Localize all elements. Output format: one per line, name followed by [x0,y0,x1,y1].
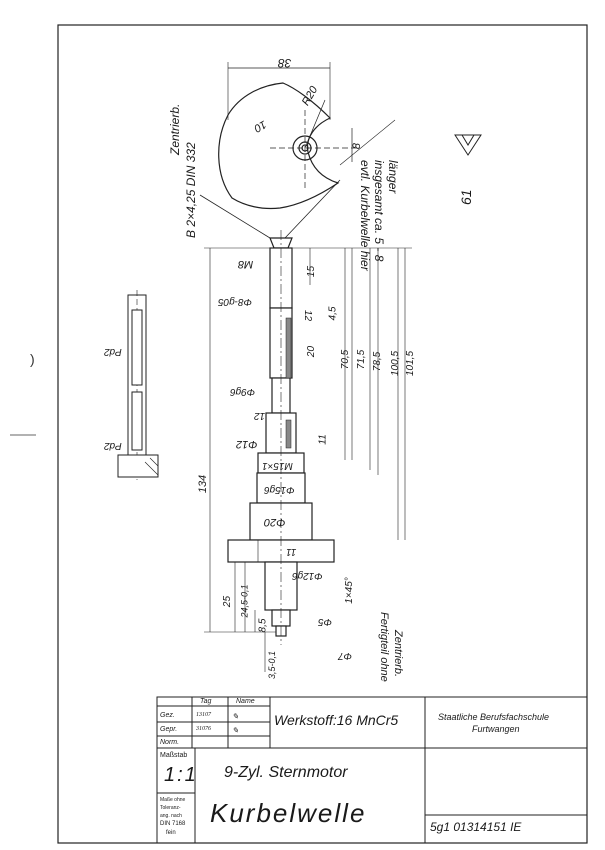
drawing-number: 5g1 01314151 IE [430,820,522,834]
subtitle: 9-Zyl. Sternmotor [224,764,348,781]
bottom-dim-4: 3,5-0,1 [267,650,278,680]
bottom-dim-1: 25 [222,595,234,608]
row-norm: Norm. [160,739,180,746]
side-view-label-2: Pd2 [104,440,122,451]
extend-note-line1: evtl. Kurbelwelle hier [358,160,372,271]
tolerance-line1: Maße ohne [160,797,186,803]
len-dim-9: 78,5 [372,351,384,372]
material: Werkstoff:16 MnCr5 [274,712,399,728]
scale-label: Maßstab [160,752,188,759]
gepr-date: 31076 [196,726,211,732]
thread-mid-label: M15×1 [262,460,293,471]
scan-bracket: ) [30,351,35,367]
center-drill-spec: B 2×4,25 DIN 332 [184,142,198,238]
bottom-dim-3: 8,5 [257,618,269,633]
dia-3-label: Φ12 [236,438,258,450]
dia-7-label: Φ5 [318,616,332,627]
surface-symbol [454,134,482,156]
profile-width-dim: 38 [278,56,292,70]
len-dim-4: 20 [306,345,318,358]
side-view-label-1: Pd2 [104,346,122,357]
col-tag: Tag [200,698,212,705]
profile-offset-dim: 8 [351,142,364,150]
dia-6-label: Φ12g6 [292,570,323,581]
center-drill-note: Zentrierb. [168,103,182,155]
finish-note-line2: Zentrierb. [392,630,404,678]
len-dim-1: 15 [306,265,318,278]
chamfer-dim: 1×45° [343,577,355,604]
thread-top-label: M8 [238,258,254,270]
school-line2: Furtwangen [472,724,520,734]
row-gepr: Gepr. [160,726,178,733]
len-dim-6: 11 [317,434,329,445]
dia-5-label: Φ20 [264,516,286,528]
len-dim-total: 134 [197,474,210,494]
len-dim-flange: 11 [286,546,297,557]
title-block-grid [156,696,588,844]
school-line1: Staatliche Berufsfachschule [438,712,550,722]
extend-note-line2: insgesamt ca. 5 - 8 [372,160,386,262]
len-dim-8: 71,5 [356,349,368,370]
scale-value: 1:1 [164,764,198,786]
tolerance-line5: fein [166,830,176,836]
dia-4-label: Φ15g6 [264,484,295,495]
len-dim-2: 4,5 [327,306,339,321]
dia-2-label: Φ9g6 [230,386,256,397]
tolerance-line2: Toleranz- [160,805,181,811]
col-name: Name [236,698,255,705]
center-drill-leader [199,179,341,239]
gez-date: 13107 [196,712,211,718]
main-shaft [227,230,335,645]
surface-mark: 61 [458,189,474,205]
crank-profile-view [218,62,396,210]
shaft-side-view [117,290,159,480]
bottom-dim-2: 24,5-0,1 [239,584,250,618]
finish-note-line1: Fertigteil ohne [378,612,390,682]
title: Kurbelwelle [210,798,367,828]
len-dim-5: 12 [254,410,266,421]
dia-1-label: Φ8-g05 [218,296,252,307]
row-gez: Gez. [160,712,175,719]
dimension-lines [204,247,412,672]
extend-note-line3: länger [386,160,400,194]
len-dim-7: 70,5 [340,349,352,370]
len-dim-10: 100,5 [390,350,402,377]
dia-8-label: Φ7 [338,650,352,661]
len-dim-3: 12 [302,309,314,322]
len-dim-11: 101,5 [405,350,417,377]
tolerance-line3: ang. nach [160,813,182,819]
tolerance-line4: DIN 7168 [160,821,186,827]
